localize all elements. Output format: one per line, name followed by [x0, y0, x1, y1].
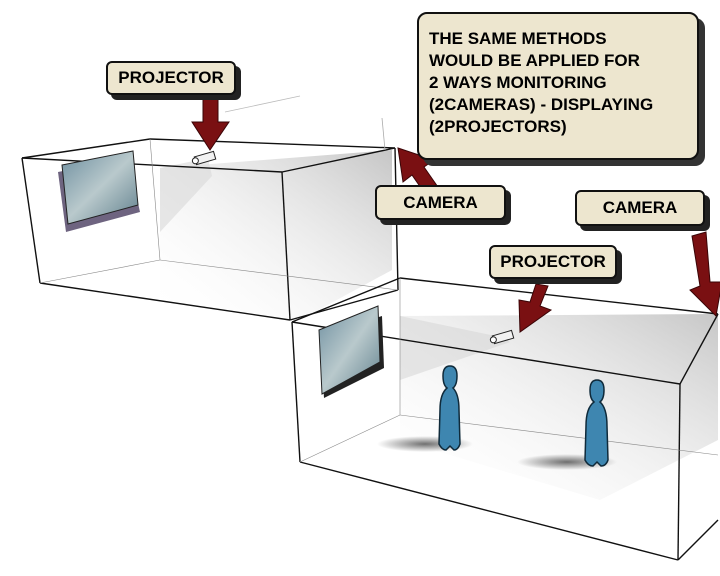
projector-label-upper: PROJECTOR	[106, 61, 236, 95]
camera-field-of-view-lower	[400, 314, 718, 500]
camera-label-middle: CAMERA	[375, 185, 506, 220]
arrow-projector-upper	[191, 97, 230, 151]
projector-device-upper	[191, 150, 217, 166]
camera-field-of-view-upper	[160, 150, 392, 320]
person-figure-left	[438, 365, 461, 451]
wall-screen-lower	[318, 305, 381, 395]
camera-label-right: CAMERA	[575, 190, 705, 226]
projector-device-lower	[489, 329, 515, 345]
wall-screen-upper	[61, 150, 139, 225]
projector-beam-upper	[160, 158, 212, 232]
explanation-note: THE SAME METHODS WOULD BE APPLIED FOR 2 …	[417, 12, 699, 160]
arrow-projector-lower	[518, 283, 553, 333]
room-upper	[21, 95, 399, 321]
person-figure-right	[584, 379, 609, 467]
room-lower	[291, 277, 719, 561]
arrow-camera-lower	[689, 231, 720, 318]
projector-label-lower: PROJECTOR	[489, 245, 617, 279]
